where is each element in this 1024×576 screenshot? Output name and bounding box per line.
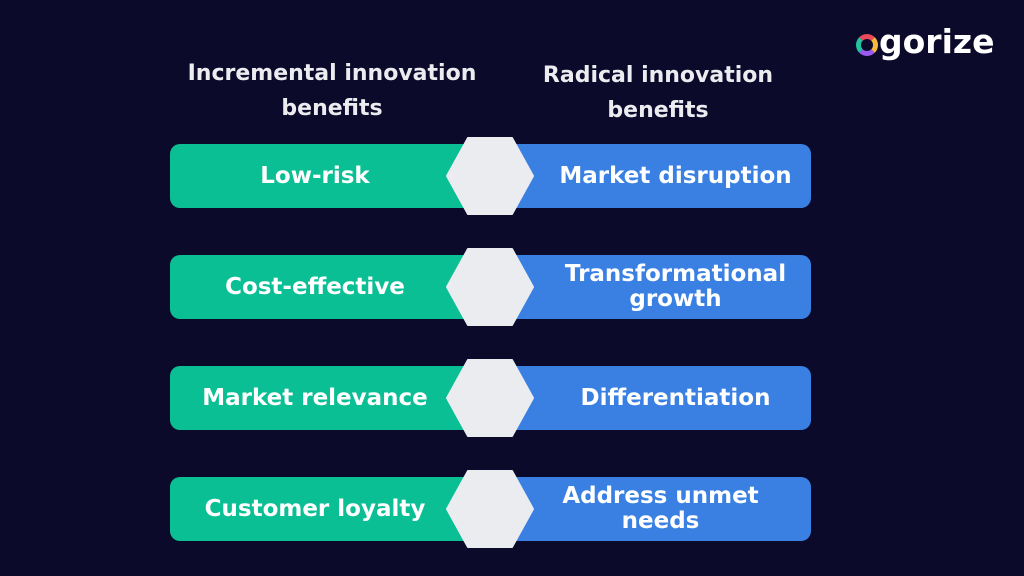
radical-benefit: Market disruption	[490, 144, 811, 208]
agorize-logo: gorize	[856, 22, 994, 61]
radical-benefit: Address unmet needs	[490, 477, 811, 541]
incremental-benefit: Low-risk	[170, 144, 500, 208]
comparison-row: Market relevance Differentiation	[170, 359, 811, 437]
incremental-benefit: Market relevance	[170, 366, 500, 430]
incremental-header: Incremental innovation benefits	[187, 61, 477, 121]
radical-benefit: Differentiation	[490, 366, 811, 430]
radical-benefit: Transformational growth	[490, 255, 811, 319]
hexagon-divider-icon	[446, 470, 534, 548]
comparison-row: Low-risk Market disruption	[170, 137, 811, 215]
incremental-benefit: Customer loyalty	[170, 477, 500, 541]
hexagon-divider-icon	[446, 359, 534, 437]
comparison-row: Customer loyalty Address unmet needs	[170, 470, 811, 548]
incremental-benefit: Cost-effective	[170, 255, 500, 319]
logo-text: gorize	[879, 22, 995, 61]
hexagon-divider-icon	[446, 137, 534, 215]
logo-a-icon	[856, 33, 878, 56]
comparison-row: Cost-effective Transformational growth	[170, 248, 811, 326]
hexagon-divider-icon	[446, 248, 534, 326]
radical-header: Radical innovation benefits	[542, 63, 774, 123]
